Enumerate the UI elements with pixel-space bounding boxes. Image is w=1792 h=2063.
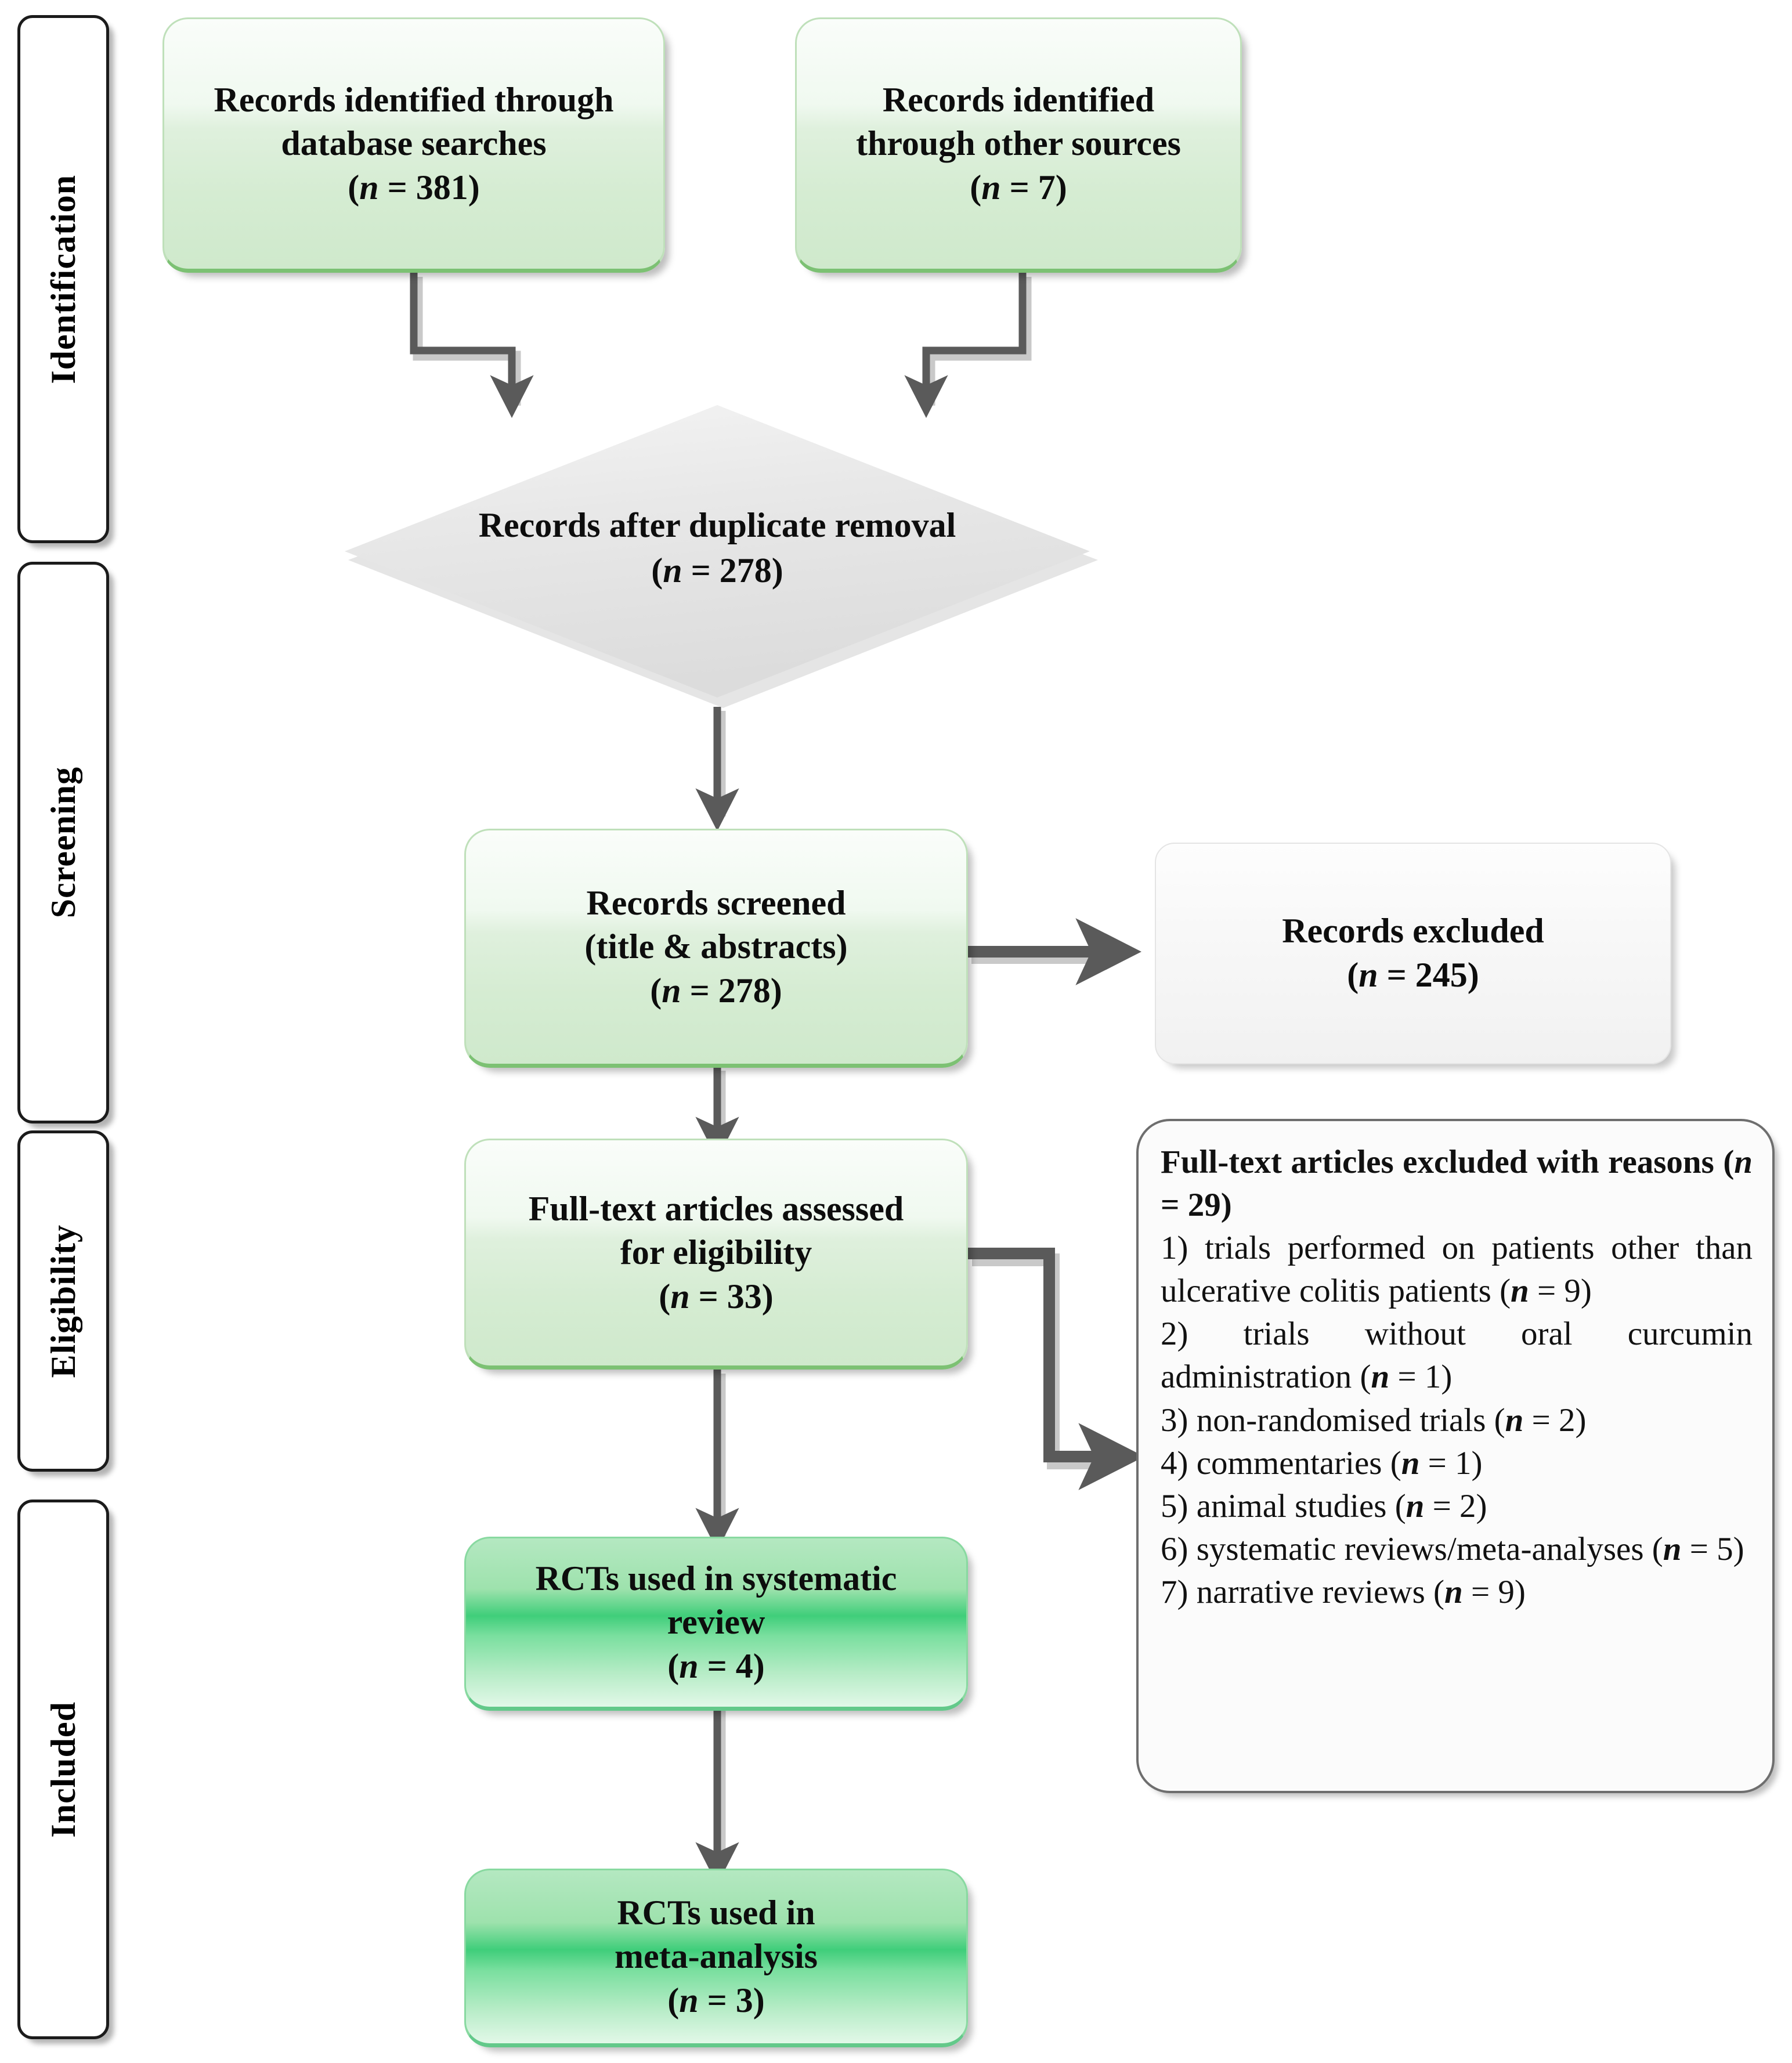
node-rcts-systematic-review: RCTs used in systematic review (n = 4)	[464, 1537, 968, 1711]
italic-n: n	[670, 1277, 690, 1316]
node-records-excluded: Records excluded (n = 245)	[1155, 843, 1671, 1064]
diamond-label: Records after duplicate removal (n = 278…	[335, 503, 1099, 593]
rcts-systematic-line2: review	[667, 1603, 765, 1642]
italic-n: n	[662, 971, 681, 1010]
node-fulltext-assessed: Full-text articles assessed for eligibil…	[464, 1139, 968, 1370]
italic-n: n	[359, 168, 379, 207]
fulltext-line2: for eligibility	[620, 1233, 812, 1272]
rcts-meta-count: (n = 3)	[667, 1981, 765, 2019]
edge-screened-to-fulltext	[695, 1067, 739, 1160]
fulltext-line1: Full-text articles assessed	[528, 1189, 904, 1228]
stage-label-included-text: Included	[44, 1701, 82, 1838]
other-sources-line1: Records identified	[882, 80, 1155, 119]
diamond-shape	[345, 405, 1098, 708]
italic-n: n	[663, 551, 682, 590]
node-fulltext-excluded-reasons-panel: Full-text articles excluded with reasons…	[1136, 1119, 1775, 1793]
excluded-reason-item: 7) narrative reviews (n = 9)	[1161, 1573, 1526, 1610]
node-records-screened: Records screened (title & abstracts) (n …	[464, 829, 968, 1068]
rcts-meta-line2: meta-analysis	[615, 1937, 818, 1976]
italic-n: n	[981, 168, 1001, 207]
node-records-after-duplicate-removal: Records after duplicate removal (n = 278…	[335, 399, 1099, 709]
rcts-meta-line1: RCTs used in	[617, 1893, 815, 1932]
italic-n: n	[679, 1981, 699, 2019]
after-duplicates-line1: Records after duplicate removal	[478, 506, 956, 544]
screened-line2: (title & abstracts)	[584, 927, 848, 966]
italic-n: n	[679, 1646, 699, 1685]
stage-label-included: Included	[17, 1500, 109, 2039]
db-search-count: (n = 381)	[348, 168, 480, 207]
node-records-identified-other-sources: Records identified through other sources…	[795, 17, 1242, 273]
edge-screened-to-records-excluded	[968, 918, 1141, 985]
excluded-reason-item: 5) animal studies (n = 2)	[1161, 1487, 1487, 1524]
other-sources-line2: through other sources	[855, 124, 1182, 163]
stage-label-identification-text: Identification	[44, 174, 82, 384]
stage-label-identification: Identification	[17, 15, 109, 543]
edge-rcts-systematic-to-meta	[695, 1706, 739, 1885]
screened-line1: Records screened	[586, 883, 846, 922]
edge-fulltext-to-rcts-systematic	[695, 1370, 739, 1551]
excluded-reasons-heading-text: Full-text articles excluded with reasons	[1161, 1144, 1714, 1180]
db-search-line1: Records identified through	[214, 80, 614, 119]
stage-label-eligibility-text: Eligibility	[44, 1224, 82, 1378]
excluded-reasons-heading: Full-text articles excluded with reasons…	[1161, 1141, 1753, 1227]
rcts-systematic-count: (n = 4)	[667, 1646, 765, 1685]
stage-label-screening-text: Screening	[44, 767, 82, 919]
stage-label-screening: Screening	[17, 562, 109, 1123]
other-sources-count: (n = 7)	[970, 168, 1067, 207]
italic-n: n	[1359, 956, 1378, 994]
records-excluded-line1: Records excluded	[1282, 912, 1544, 951]
screened-count: (n = 278)	[650, 971, 782, 1010]
edge-duplicates-to-screened	[695, 707, 739, 832]
node-rcts-meta-analysis: RCTs used in meta-analysis (n = 3)	[464, 1869, 968, 2047]
edge-db-search-to-duplicates	[410, 272, 534, 418]
excluded-reason-item: 6) systematic reviews/meta-analyses (n =…	[1161, 1530, 1744, 1567]
edge-fulltext-to-excluded-panel	[968, 1248, 1144, 1490]
stage-label-eligibility: Eligibility	[17, 1130, 109, 1472]
after-duplicates-count: (n = 278)	[651, 551, 783, 590]
excluded-reason-item: 4) commentaries (n = 1)	[1161, 1444, 1483, 1482]
fulltext-count: (n = 33)	[659, 1277, 774, 1316]
excluded-reason-item: 1) trials performed on patients other th…	[1161, 1230, 1753, 1310]
rcts-systematic-line1: RCTs used in systematic	[535, 1559, 897, 1598]
excluded-reason-item: 2) trials without oral curcumin administ…	[1161, 1316, 1753, 1396]
excluded-reasons-text: Full-text articles excluded with reasons…	[1161, 1141, 1753, 1614]
excluded-reason-item: 3) non-randomised trials (n = 2)	[1161, 1401, 1587, 1439]
node-records-identified-database: Records identified through database sear…	[162, 17, 665, 273]
edge-other-sources-to-duplicates	[904, 272, 1032, 418]
records-excluded-count: (n = 245)	[1347, 956, 1479, 994]
excluded-reasons-heading-count: (n = 29)	[1161, 1144, 1753, 1224]
db-search-line2: database searches	[281, 124, 547, 163]
